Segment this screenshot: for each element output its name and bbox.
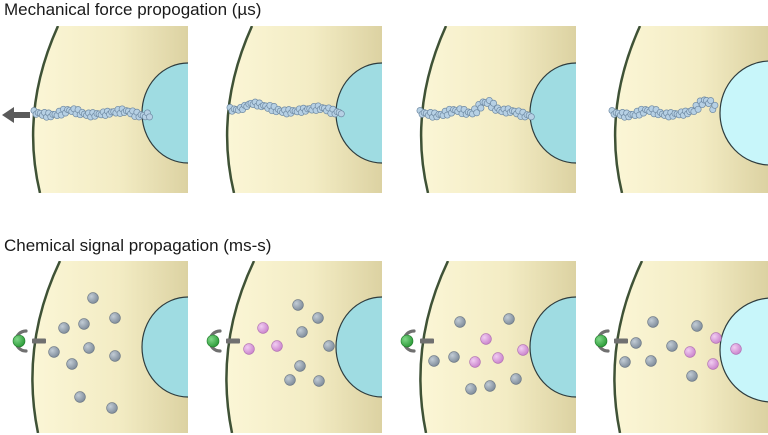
- molecule-grey: [448, 351, 460, 363]
- mechanical-panel-4: [608, 26, 768, 193]
- molecule-pink: [469, 356, 481, 368]
- molecule-pink: [710, 332, 722, 344]
- cell-membrane: [613, 261, 644, 433]
- molecule-grey: [284, 374, 296, 386]
- molecule-grey: [106, 402, 118, 414]
- filament-bead: [473, 109, 481, 117]
- receptor-icon: [12, 329, 46, 353]
- molecule-grey: [58, 322, 70, 334]
- chemical-panel-2: [206, 261, 382, 433]
- molecule-grey: [296, 326, 308, 338]
- molecule-grey: [87, 292, 99, 304]
- molecule-grey: [503, 313, 515, 325]
- cell-membrane: [225, 261, 256, 433]
- mechanical-panel-3: [416, 26, 576, 193]
- mechanical-panel-2: [225, 26, 382, 193]
- nucleus: [529, 296, 576, 398]
- ligand-icon: [206, 334, 220, 348]
- actin-filament: [608, 96, 719, 121]
- molecule-grey: [619, 356, 631, 368]
- molecule-grey: [484, 380, 496, 392]
- molecule-pink: [730, 343, 742, 355]
- molecule-grey: [294, 360, 306, 372]
- actin-filament: [416, 96, 535, 121]
- cell-membrane: [419, 261, 450, 433]
- nucleus: [335, 296, 382, 398]
- nucleus-activated: [719, 60, 768, 166]
- ligand-icon: [400, 334, 414, 348]
- molecule-grey: [292, 299, 304, 311]
- molecule-grey: [74, 391, 86, 403]
- molecule-pink: [707, 358, 719, 370]
- molecule-pink: [480, 333, 492, 345]
- molecule-grey: [465, 383, 477, 395]
- molecule-grey: [109, 312, 121, 324]
- molecule-pink: [243, 343, 255, 355]
- cytoplasm: [226, 261, 382, 433]
- nucleus: [529, 62, 576, 164]
- chemical-panel-4: [594, 261, 768, 433]
- nucleus: [141, 62, 188, 164]
- molecule-grey: [645, 355, 657, 367]
- mechanical-panel-1: [30, 26, 188, 193]
- filament-bead: [477, 104, 485, 112]
- molecule-pink: [271, 340, 283, 352]
- molecule-grey: [454, 316, 466, 328]
- mechanical-row-title: Mechanical force propogation (µs): [4, 0, 262, 19]
- molecule-grey: [428, 355, 440, 367]
- filament-bead: [707, 97, 715, 105]
- molecule-grey: [647, 316, 659, 328]
- nucleus: [335, 62, 382, 164]
- filament-bead: [694, 105, 702, 113]
- molecule-grey: [78, 318, 90, 330]
- actin-filament: [226, 98, 345, 118]
- molecule-pink: [517, 344, 529, 356]
- molecule-pink: [684, 346, 696, 358]
- chemical-row-title: Chemical signal propagation (ms-s): [4, 236, 272, 255]
- filament-bead: [711, 101, 719, 109]
- chemical-panel-1: [12, 261, 188, 433]
- cell-membrane: [31, 261, 62, 433]
- filament-bead: [146, 113, 153, 121]
- molecule-grey: [312, 312, 324, 324]
- nucleus: [141, 296, 188, 398]
- cytoplasm: [420, 261, 576, 433]
- cytoplasm: [32, 261, 188, 433]
- molecule-grey: [666, 340, 678, 352]
- molecule-grey: [323, 340, 335, 352]
- molecule-grey: [510, 373, 522, 385]
- ligand-icon: [12, 334, 26, 348]
- molecule-grey: [313, 375, 325, 387]
- receptor-icon: [400, 329, 434, 353]
- ligand-icon: [594, 334, 608, 348]
- molecule-grey: [691, 320, 703, 332]
- receptor-icon: [594, 329, 628, 353]
- molecule-grey: [66, 358, 78, 370]
- filament-bead: [490, 99, 497, 107]
- molecule-grey: [83, 342, 95, 354]
- molecule-pink: [492, 352, 504, 364]
- left-arrow-icon: [2, 107, 30, 123]
- molecule-grey: [630, 337, 642, 349]
- molecule-grey: [109, 350, 121, 362]
- nucleus-activated: [719, 297, 768, 403]
- molecule-pink: [257, 322, 269, 334]
- actin-filament: [30, 105, 153, 121]
- filament-bead: [337, 110, 345, 118]
- molecule-grey: [686, 370, 698, 382]
- receptor-icon: [206, 329, 240, 353]
- filament-bead: [527, 113, 535, 121]
- molecule-grey: [48, 346, 60, 358]
- chemical-panel-3: [400, 261, 576, 433]
